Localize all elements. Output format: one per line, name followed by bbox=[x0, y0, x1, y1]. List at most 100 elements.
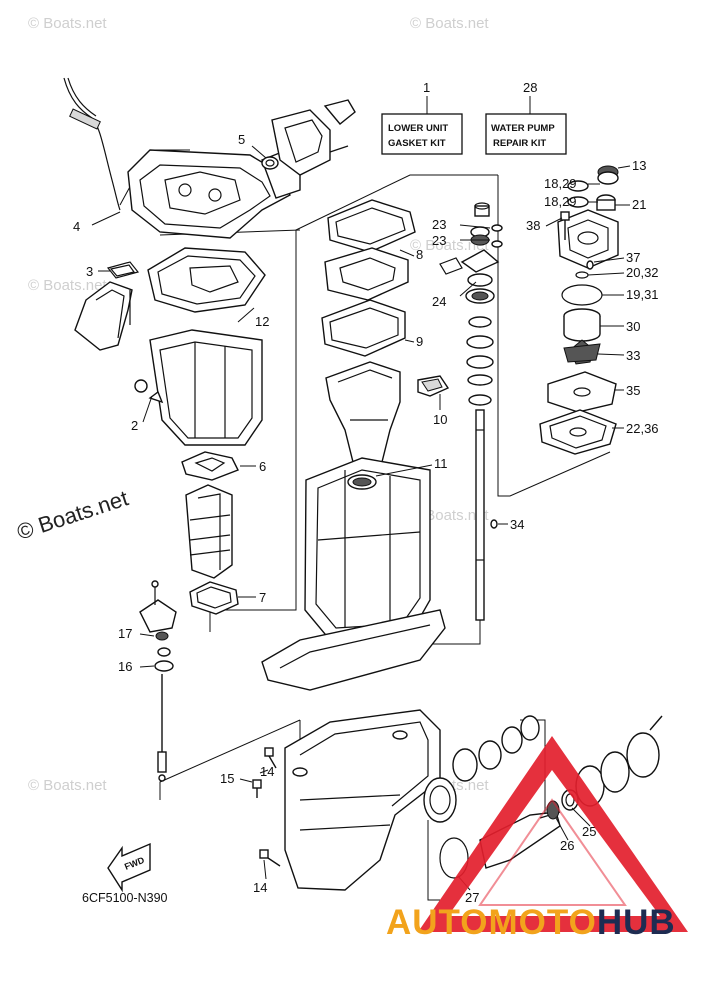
part-drive-shaft[interactable] bbox=[460, 202, 500, 621]
part-5-seal[interactable] bbox=[261, 156, 279, 170]
part-14-bolt-upper[interactable] bbox=[264, 747, 277, 769]
part-water-pipe[interactable] bbox=[74, 281, 133, 351]
part-lower-case[interactable] bbox=[284, 709, 441, 891]
callout-13[interactable]: 13 bbox=[632, 158, 646, 173]
part-7-gasket[interactable] bbox=[189, 581, 239, 615]
callout-23-lower[interactable]: 23 bbox=[432, 233, 446, 248]
part-19-31-oring[interactable] bbox=[561, 284, 603, 306]
kit-label-line1: WATER PUMP bbox=[491, 123, 555, 134]
part-35-outer-plate[interactable] bbox=[547, 371, 617, 413]
part-shift-rod[interactable] bbox=[157, 674, 167, 782]
part-23-seal-upper[interactable] bbox=[491, 224, 503, 232]
part-33-impeller[interactable] bbox=[563, 339, 601, 365]
part-27-oring[interactable] bbox=[439, 837, 469, 879]
part-17-bushing[interactable] bbox=[155, 631, 169, 641]
part-upper-case[interactable] bbox=[261, 361, 446, 691]
callout-9[interactable]: 9 bbox=[416, 334, 423, 349]
callout-30[interactable]: 30 bbox=[626, 319, 640, 334]
part-bearings[interactable] bbox=[452, 715, 540, 782]
diagram-code: 6CF5100-N390 bbox=[82, 891, 168, 905]
callout-number: 1 bbox=[423, 80, 430, 95]
part-9-gasket[interactable] bbox=[321, 299, 406, 357]
watermark-large: © Boats.net bbox=[14, 485, 131, 544]
logo-triangle bbox=[418, 736, 688, 932]
kit-label-line2: REPAIR KIT bbox=[493, 138, 546, 149]
callout-11[interactable]: 11 bbox=[434, 456, 448, 471]
part-37-pin[interactable] bbox=[586, 260, 594, 270]
callout-19-31[interactable]: 19,31 bbox=[626, 287, 659, 302]
callout-37[interactable]: 37 bbox=[626, 250, 640, 265]
callout-33[interactable]: 33 bbox=[626, 348, 640, 363]
callout-12[interactable]: 12 bbox=[255, 314, 269, 329]
fwd-arrow: FWD bbox=[107, 842, 151, 893]
part-dipstick[interactable] bbox=[63, 77, 121, 211]
watermark: © Boats.net bbox=[28, 15, 107, 32]
watermark: © Boats.net bbox=[410, 237, 489, 254]
logo-text: AUTOMOTOHUB bbox=[386, 903, 676, 942]
watermark: © Boats.net bbox=[28, 777, 107, 794]
part-30-insert-cartridge[interactable] bbox=[563, 308, 601, 342]
callout-26[interactable]: 26 bbox=[560, 838, 574, 853]
part-numbers: 5 4 3 12 2 6 7 8 9 10 11 17 16 14 15 14 … bbox=[73, 132, 659, 905]
callout-18-29-upper[interactable]: 18,29 bbox=[544, 176, 577, 191]
callout-22-36[interactable]: 22,36 bbox=[626, 421, 659, 436]
part-12-gasket[interactable] bbox=[147, 247, 266, 313]
part-11-grommet[interactable] bbox=[347, 474, 377, 490]
part-23-seal-lower[interactable] bbox=[491, 240, 503, 248]
automotohub-logo: AUTOMOTOHUB bbox=[386, 736, 688, 942]
water-pump-kit-callout[interactable]: 28 WATER PUMP REPAIR KIT bbox=[485, 80, 567, 155]
callout-21[interactable]: 21 bbox=[632, 197, 646, 212]
callout-15[interactable]: 15 bbox=[220, 771, 234, 786]
callout-6[interactable]: 6 bbox=[259, 459, 266, 474]
part-24-clip[interactable] bbox=[439, 257, 463, 275]
kit-label-line2: GASKET KIT bbox=[388, 138, 446, 149]
part-34-pin[interactable] bbox=[490, 519, 498, 529]
callout-7[interactable]: 7 bbox=[259, 590, 266, 605]
callout-35[interactable]: 35 bbox=[626, 383, 640, 398]
part-13-grommet[interactable] bbox=[597, 165, 619, 185]
callout-24[interactable]: 24 bbox=[432, 294, 446, 309]
callout-34[interactable]: 34 bbox=[510, 517, 524, 532]
callout-23-upper[interactable]: 23 bbox=[432, 217, 446, 232]
callout-14-lower[interactable]: 14 bbox=[253, 880, 267, 895]
callout-38[interactable]: 38 bbox=[526, 218, 540, 233]
callout-17[interactable]: 17 bbox=[118, 626, 132, 641]
part-forward-gear[interactable] bbox=[423, 777, 457, 823]
callout-16[interactable]: 16 bbox=[118, 659, 132, 674]
callout-leaders bbox=[91, 145, 631, 891]
callout-20-32[interactable]: 20,32 bbox=[626, 265, 659, 280]
part-22-36-gasket[interactable] bbox=[539, 409, 617, 455]
part-6-plate[interactable] bbox=[181, 451, 239, 481]
callout-8[interactable]: 8 bbox=[416, 247, 423, 262]
callout-5[interactable]: 5 bbox=[238, 132, 245, 147]
watermark: © Boats.net bbox=[410, 15, 489, 32]
callout-10[interactable]: 10 bbox=[433, 412, 447, 427]
part-shift-bracket[interactable] bbox=[139, 580, 177, 633]
callout-2[interactable]: 2 bbox=[131, 418, 138, 433]
callout-3[interactable]: 3 bbox=[86, 264, 93, 279]
part-8-gasket[interactable] bbox=[327, 199, 416, 253]
callout-25[interactable]: 25 bbox=[582, 824, 596, 839]
part-18-29-seal-upper[interactable] bbox=[567, 180, 589, 192]
part-3-gasket[interactable] bbox=[106, 261, 140, 279]
part-21-insert[interactable] bbox=[596, 194, 616, 211]
part-16-oring[interactable] bbox=[154, 647, 174, 672]
part-exhaust-housing[interactable] bbox=[134, 329, 263, 446]
part-upper-casing[interactable] bbox=[127, 99, 356, 239]
callout-27[interactable]: 27 bbox=[465, 890, 479, 905]
watermark: © Boats.net bbox=[28, 277, 107, 294]
part-14-bolt-lower[interactable] bbox=[259, 849, 281, 867]
callout-14-upper[interactable]: 14 bbox=[260, 764, 274, 779]
part-20-32-oring[interactable] bbox=[575, 271, 589, 279]
part-gasket-middle[interactable] bbox=[324, 247, 409, 301]
callout-4[interactable]: 4 bbox=[73, 219, 80, 234]
callout-18-29-lower[interactable]: 18,29 bbox=[544, 194, 577, 209]
part-15-bolt[interactable] bbox=[252, 779, 262, 798]
gasket-kit-callout[interactable]: 1 LOWER UNIT GASKET KIT bbox=[381, 80, 463, 155]
part-muffler[interactable] bbox=[185, 484, 233, 579]
callout-number: 28 bbox=[523, 80, 537, 95]
part-38-bolt[interactable] bbox=[560, 211, 570, 240]
part-10-seal[interactable] bbox=[417, 375, 450, 397]
part-pump-housing[interactable] bbox=[557, 209, 619, 269]
